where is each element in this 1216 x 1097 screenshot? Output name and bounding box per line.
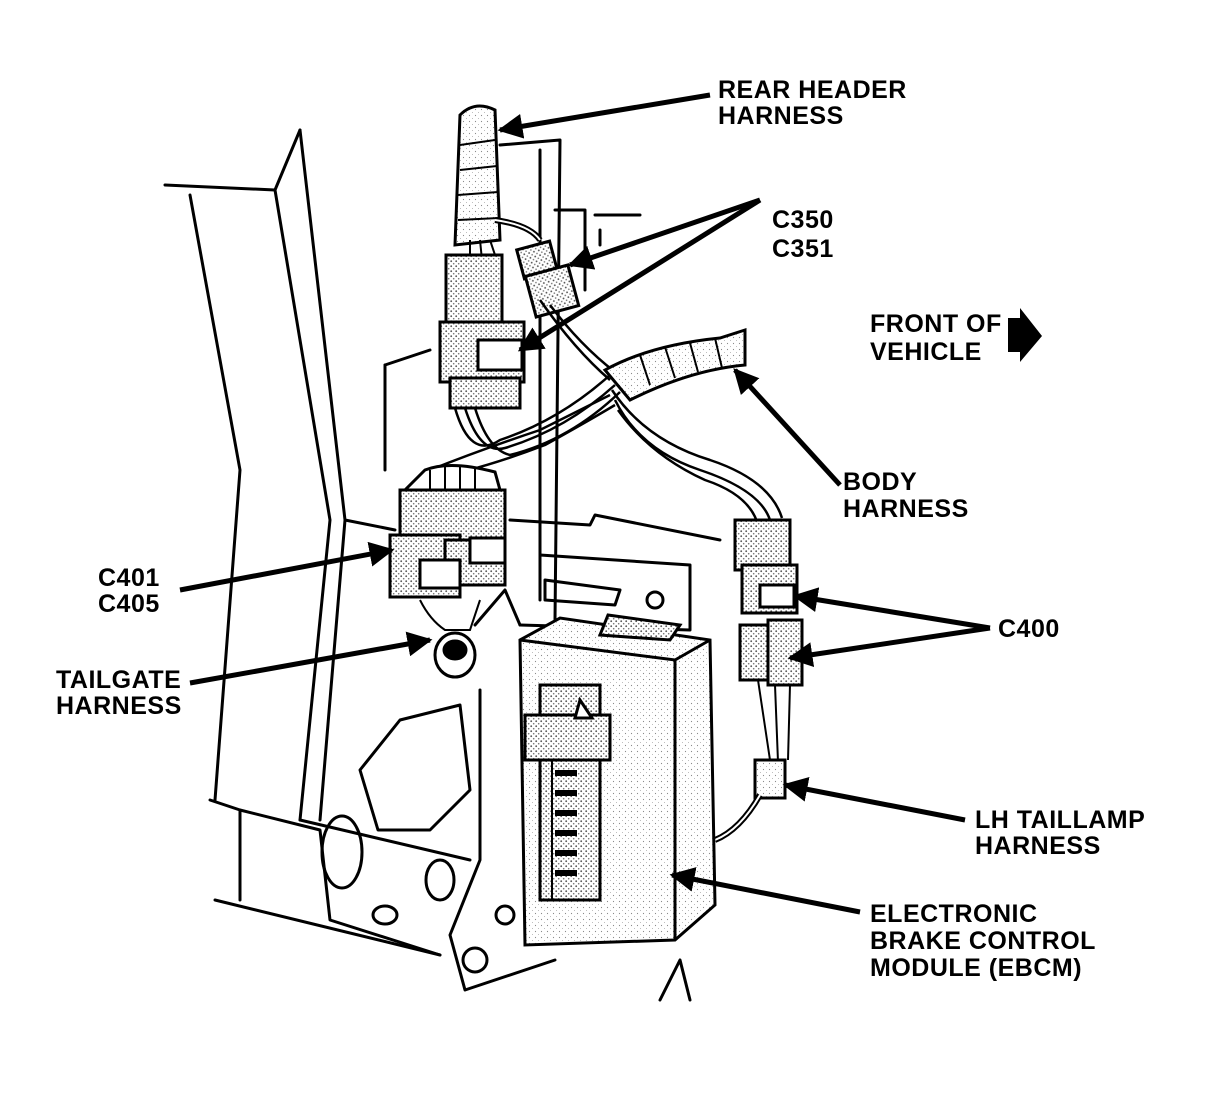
body-harness-graphic: [602, 327, 747, 402]
label-tailgate: TAILGATE: [56, 666, 181, 694]
callout-arrows: [179, 92, 991, 915]
tailgate-harness-graphic: [419, 599, 481, 679]
label-ebcm-line3: MODULE (EBCM): [870, 954, 1082, 982]
label-vehicle: VEHICLE: [870, 338, 982, 366]
arrow-c350: [567, 197, 761, 270]
lh-taillamp-harness-graphic: [713, 758, 787, 843]
label-c351: C351: [772, 235, 834, 263]
arrow-c400-upper: [792, 587, 991, 631]
c401-c405-connectors: [388, 463, 507, 599]
rear-header-harness-graphic: [453, 104, 543, 261]
label-ebcm-line2: BRAKE CONTROL: [870, 927, 1096, 955]
label-c400: C400: [998, 615, 1060, 643]
callout-labels: REAR HEADER HARNESS C350 C351 FRONT OF V…: [56, 76, 1145, 982]
arrow-c401-c405: [179, 541, 395, 593]
arrow-ebcm: [669, 867, 861, 915]
label-rear-header-line1: REAR HEADER: [718, 76, 907, 104]
arrow-tailgate: [189, 631, 433, 686]
arrow-c351: [517, 197, 762, 353]
label-lh-taillamp: LH TAILLAMP: [975, 806, 1145, 834]
ebcm-module-graphic: [518, 613, 717, 947]
label-c405: C405: [98, 590, 160, 618]
label-lh-taillamp-harness: HARNESS: [975, 832, 1101, 860]
label-front-of: FRONT OF: [870, 310, 1002, 338]
label-rear-header-line2: HARNESS: [718, 102, 844, 130]
label-body: BODY: [843, 468, 917, 496]
label-body-harness: HARNESS: [843, 495, 969, 523]
front-of-vehicle-arrow-icon: [1008, 308, 1042, 362]
label-c350: C350: [772, 206, 834, 234]
arrow-rear-header: [497, 92, 711, 139]
wire-bundles: [424, 299, 784, 526]
c350-c351-connectors: [438, 239, 581, 410]
label-c401: C401: [98, 564, 160, 592]
arrow-lh-taillamp: [782, 777, 966, 823]
arrow-c400-lower: [787, 625, 991, 668]
label-ebcm-line1: ELECTRONIC: [870, 900, 1038, 928]
label-tailgate-harness: HARNESS: [56, 692, 182, 720]
arrow-body-harness: [733, 368, 842, 487]
c400-connectors: [733, 518, 804, 763]
